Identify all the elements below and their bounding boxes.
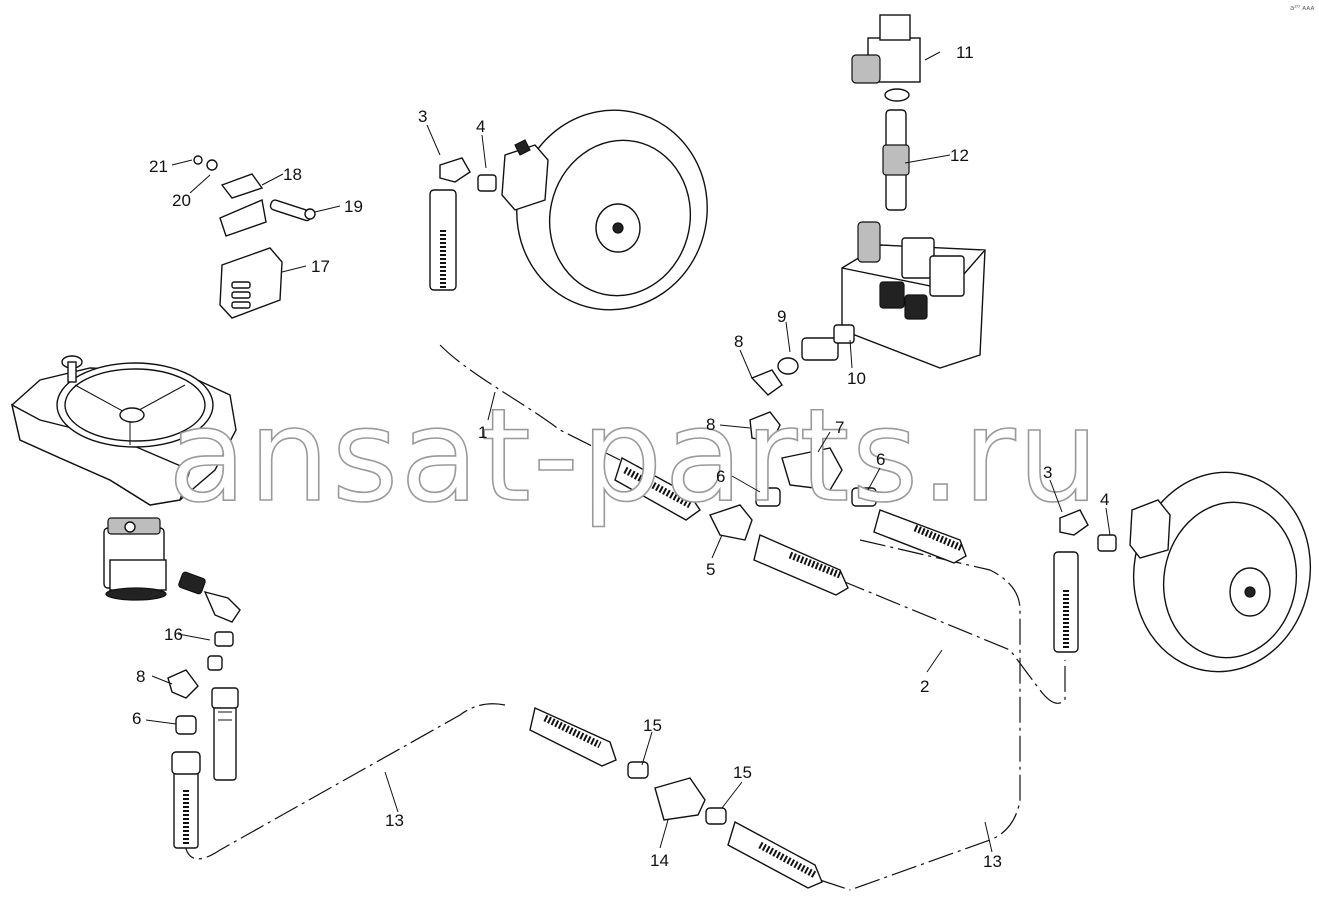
hose-3 [873, 509, 967, 564]
hose-left-vertical-a [211, 687, 239, 781]
steering-wheel [56, 355, 214, 448]
callout-8-left: 8 [136, 667, 145, 686]
solenoid-valve-top [851, 14, 921, 84]
callout-21: 21 [149, 157, 168, 176]
valve-manifold-block [841, 221, 986, 369]
elbow-fitting-left [167, 669, 199, 699]
callout-10: 10 [847, 369, 866, 388]
callout-1: 1 [478, 423, 487, 442]
bracket-assembly [193, 155, 316, 319]
callout-9: 9 [777, 307, 786, 326]
watermark: ansat-parts.ru [168, 382, 1101, 531]
callout-17: 17 [311, 257, 330, 276]
callout-16: 16 [164, 625, 183, 644]
coupling-14 [627, 761, 727, 825]
callout-8-middle: 8 [706, 415, 715, 434]
tee-and-elbows-middle [709, 324, 877, 541]
wheel-right [1132, 471, 1312, 673]
callout-4-top: 4 [476, 117, 485, 136]
callout-15-right: 15 [733, 763, 752, 782]
steering-valve [103, 517, 167, 601]
callout-15-left: 15 [643, 716, 662, 735]
fittings-top-left [429, 157, 497, 291]
adapter-left [175, 715, 197, 735]
hose-routing-lines [184, 344, 1066, 891]
callout-14: 14 [650, 851, 669, 870]
callout-18: 18 [283, 165, 302, 184]
hose-left-vertical-b [171, 751, 201, 849]
wheel-top-left [516, 109, 708, 311]
callout-20: 20 [172, 191, 191, 210]
callout-labels: 1 2 3 3 4 4 5 6 6 6 7 8 8 8 9 10 11 12 1… [132, 43, 1109, 871]
callout-6-left: 6 [132, 709, 141, 728]
fittings-right [1053, 509, 1117, 653]
leader-lines [145, 51, 1111, 853]
hose-2 [753, 534, 849, 596]
callout-3-right: 3 [1043, 463, 1052, 482]
hose-1 [614, 456, 701, 521]
callout-6-right: 6 [876, 450, 885, 469]
callout-7: 7 [835, 418, 844, 437]
corner-mark: a²⁰ ᴀᴀᴀ [1290, 4, 1315, 12]
callout-4-right: 4 [1100, 490, 1109, 509]
hose-13-left [529, 707, 617, 767]
wheel-motor-right [1129, 499, 1171, 559]
callout-12: 12 [950, 146, 969, 165]
callout-3-top: 3 [418, 107, 427, 126]
callout-19: 19 [344, 197, 363, 216]
hose-13-right [727, 820, 823, 889]
callout-6-middle: 6 [716, 467, 725, 486]
callout-13-right: 13 [983, 852, 1002, 871]
callout-5: 5 [706, 560, 715, 579]
callout-2: 2 [920, 677, 929, 696]
callout-13-left: 13 [385, 811, 404, 830]
valve-fittings [178, 571, 241, 671]
cartridge-valve [882, 88, 910, 211]
callout-11: 11 [956, 43, 974, 62]
callout-8-upper: 8 [734, 332, 743, 351]
wheel-motor-top [501, 139, 549, 211]
